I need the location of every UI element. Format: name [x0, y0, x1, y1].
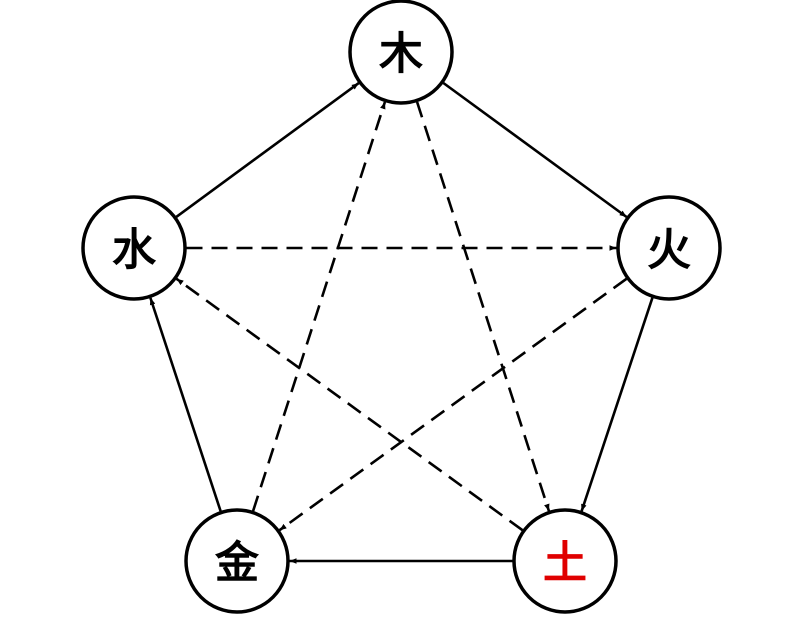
- node-wood-label: 木: [379, 29, 423, 80]
- node-wood: 木: [348, 0, 454, 105]
- node-earth-label: 土: [543, 538, 587, 589]
- arrow-fire-to-earth: [580, 297, 654, 512]
- node-fire: 火: [616, 195, 722, 301]
- node-fire-circle: [616, 195, 722, 301]
- node-water-label: 水: [112, 225, 157, 276]
- arrow-fire-to-metal: [278, 277, 628, 532]
- node-earth: 土: [512, 508, 618, 614]
- node-water: 水: [81, 195, 187, 301]
- arrow-wood-to-fire: [442, 81, 628, 219]
- edges-layer: [149, 81, 654, 564]
- arrow-earth-to-water: [175, 277, 524, 532]
- node-earth-circle: [512, 508, 618, 614]
- arrow-metal-to-wood: [251, 101, 387, 512]
- node-metal-circle: [184, 508, 290, 614]
- node-metal: 金: [184, 508, 290, 614]
- arrow-metal-to-water: [149, 297, 222, 512]
- node-metal-label: 金: [214, 538, 260, 589]
- arrow-wood-to-earth: [415, 101, 551, 512]
- node-fire-label: 火: [647, 225, 691, 276]
- arrow-water-to-wood: [175, 82, 360, 218]
- node-wood-circle: [348, 0, 454, 105]
- node-water-circle: [81, 195, 187, 301]
